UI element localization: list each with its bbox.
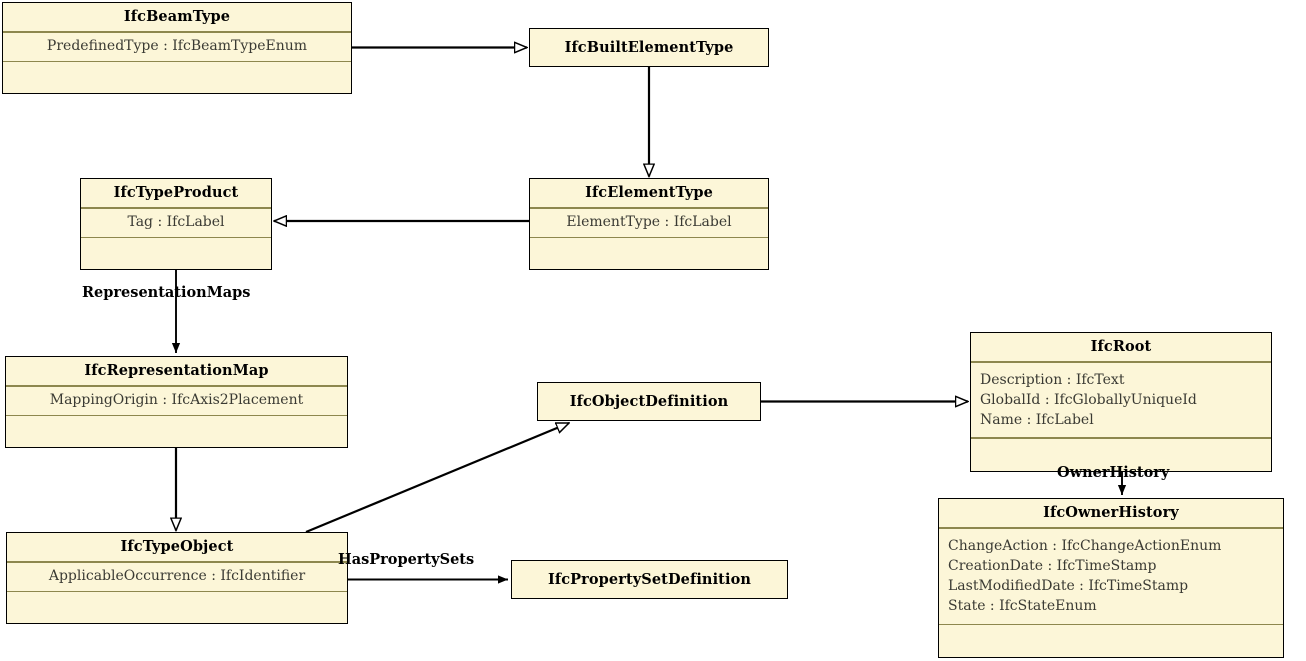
edge-label-has-property-sets: HasPropertySets (338, 551, 475, 568)
compartment-separator (971, 361, 1271, 363)
class-title: IfcObjectDefinition (569, 393, 729, 410)
class-title: IfcBeamType (123, 8, 231, 25)
edge-label-representation-maps: RepresentationMaps (82, 284, 251, 301)
class-title: IfcElementType (585, 184, 713, 201)
compartment-separator (3, 60, 351, 63)
attribute-row: ChangeAction : IfcChangeActionEnum (948, 537, 1222, 554)
attribute-row: MappingOrigin : IfcAxis2Placement (49, 391, 304, 408)
attribute-row: ElementType : IfcLabel (566, 213, 732, 230)
class-box-ifcobjectdefinition[interactable]: IfcObjectDefinition (537, 382, 761, 421)
compartment-separator (939, 623, 1283, 626)
compartment-separator (7, 590, 347, 593)
attribute-row: PredefinedType : IfcBeamTypeEnum (46, 37, 308, 54)
attribute-row: CreationDate : IfcTimeStamp (948, 557, 1157, 574)
compartment-separator (530, 207, 768, 209)
class-operations (81, 238, 271, 258)
attribute-row: ApplicableOccurrence : IfcIdentifier (48, 567, 306, 584)
compartment-separator (7, 561, 347, 563)
compartment-separator (6, 414, 347, 417)
class-attributes: ApplicableOccurrence : IfcIdentifier (7, 563, 347, 591)
class-title: IfcPropertySetDefinition (548, 571, 751, 588)
class-title: IfcTypeProduct (113, 184, 239, 201)
class-operations (971, 439, 1271, 459)
class-operations (7, 592, 347, 612)
class-operations (6, 416, 347, 436)
class-attributes: Description : IfcText GlobalId : IfcGlob… (971, 363, 1271, 438)
attribute-row: Name : IfcLabel (980, 412, 1094, 429)
class-attributes: ElementType : IfcLabel (530, 209, 768, 237)
class-box-ifcownerhistory[interactable]: IfcOwnerHistory ChangeAction : IfcChange… (938, 498, 1284, 658)
class-title: IfcBuiltElementType (564, 39, 734, 56)
attribute-row: Tag : IfcLabel (127, 213, 225, 230)
class-box-ifcelementtype[interactable]: IfcElementType ElementType : IfcLabel (529, 178, 769, 270)
class-attributes: MappingOrigin : IfcAxis2Placement (6, 387, 347, 415)
compartment-separator (939, 527, 1283, 529)
class-box-ifctypeobject[interactable]: IfcTypeObject ApplicableOccurrence : Ifc… (6, 532, 348, 624)
attribute-row: GlobalId : IfcGloballyUniqueId (980, 391, 1197, 408)
attribute-row: Description : IfcText (980, 371, 1125, 388)
class-box-ifcpropertysetdefinition[interactable]: IfcPropertySetDefinition (511, 560, 788, 599)
edge-label-owner-history: OwnerHistory (1057, 464, 1170, 481)
class-box-ifcbeamtype[interactable]: IfcBeamType PredefinedType : IfcBeamType… (2, 2, 352, 94)
class-attributes: PredefinedType : IfcBeamTypeEnum (3, 33, 351, 61)
class-box-ifctypeproduct[interactable]: IfcTypeProduct Tag : IfcLabel (80, 178, 272, 270)
class-attributes: ChangeAction : IfcChangeActionEnum Creat… (939, 529, 1283, 624)
compartment-separator (6, 385, 347, 387)
attribute-row: State : IfcStateEnum (948, 598, 1097, 615)
compartment-separator (530, 236, 768, 239)
class-box-ifcbuiltelementtype[interactable]: IfcBuiltElementType (529, 28, 769, 67)
class-title: IfcTypeObject (120, 538, 234, 555)
class-box-ifcroot[interactable]: IfcRoot Description : IfcText GlobalId :… (970, 332, 1272, 472)
class-box-ifcrepresentationmap[interactable]: IfcRepresentationMap MappingOrigin : Ifc… (5, 356, 348, 448)
compartment-separator (81, 236, 271, 239)
class-attributes: Tag : IfcLabel (81, 209, 271, 237)
compartment-separator (3, 31, 351, 33)
class-operations (3, 62, 351, 82)
attribute-row: LastModifiedDate : IfcTimeStamp (948, 578, 1189, 595)
compartment-separator (81, 207, 271, 209)
class-operations (939, 625, 1283, 645)
class-title: IfcOwnerHistory (1043, 504, 1179, 521)
class-title: IfcRepresentationMap (84, 362, 269, 379)
class-title: IfcRoot (1090, 338, 1152, 355)
class-operations (530, 238, 768, 258)
compartment-separator (971, 437, 1271, 440)
